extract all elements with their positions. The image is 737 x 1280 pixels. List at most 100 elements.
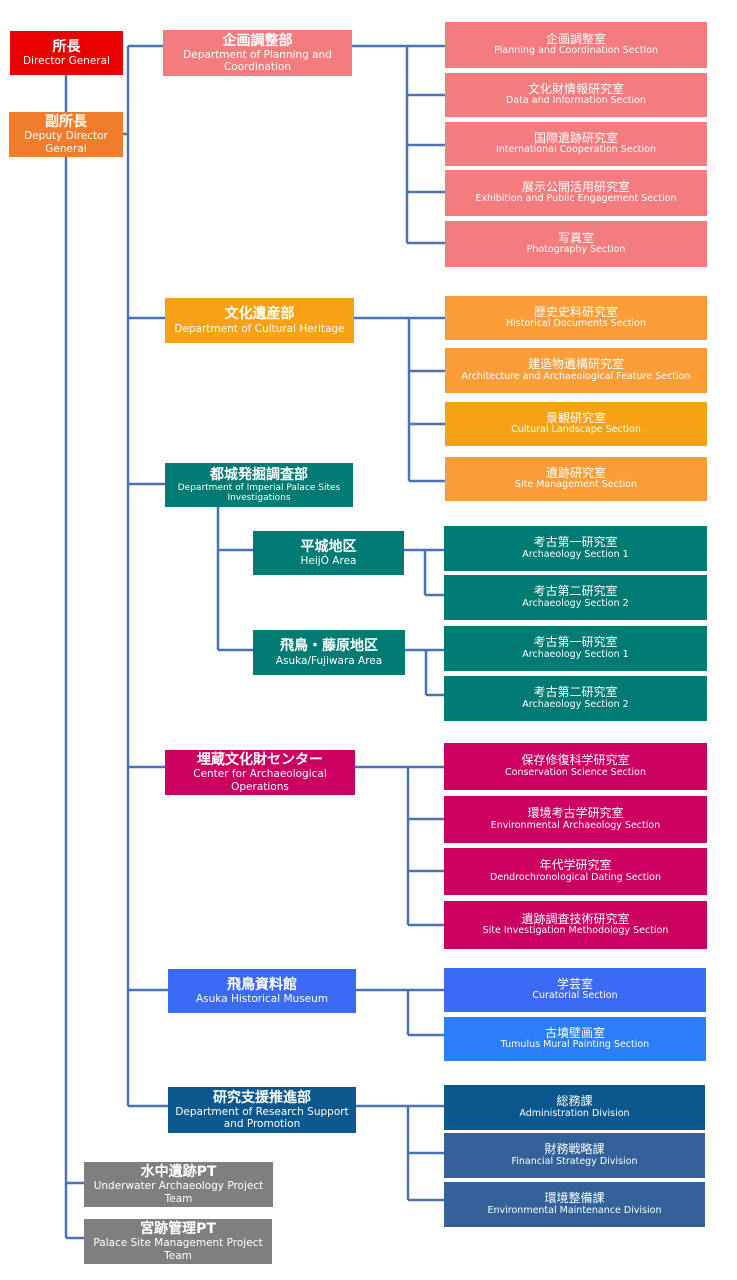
heritage-en: Department of Cultural Heritage xyxy=(174,322,345,335)
section-jp: 景観研究室 xyxy=(545,410,606,425)
section-en: Historical Documents Section xyxy=(506,318,646,330)
asuka-archaeology-1-box: 考古第一研究室 Archaeology Section 1 xyxy=(444,626,707,671)
conservation-science-section-box: 保存修復科学研究室 Conservation Science Section xyxy=(444,743,707,790)
cultural-landscape-section-box: 景観研究室 Cultural Landscape Section xyxy=(445,402,707,446)
section-en: Site Management Section xyxy=(514,479,638,491)
director-jp: 所長 xyxy=(52,38,81,55)
section-jp: 企画調整室 xyxy=(545,31,606,46)
section-jp: 環境整備課 xyxy=(544,1191,605,1206)
planning-jp: 企画調整部 xyxy=(222,32,293,49)
museum-jp: 飛鳥資料館 xyxy=(227,976,297,993)
dendrochronological-section-box: 年代学研究室 Dendrochronological Dating Sectio… xyxy=(444,848,707,895)
asuka-en: Asuka/Fujiwara Area xyxy=(275,654,383,667)
deputy-director-box: 副所長 Deputy Director General xyxy=(9,112,123,157)
planning-department-box: 企画調整部 Department of Planning and Coordin… xyxy=(163,30,352,76)
section-en: Financial Strategy Division xyxy=(511,1155,638,1167)
section-jp: 保存修復科学研究室 xyxy=(521,753,630,768)
palace-jp: 都城発掘調査部 xyxy=(210,466,308,483)
heijo-jp: 平城地区 xyxy=(300,538,357,555)
section-en: International Cooperation Section xyxy=(495,144,657,156)
center-jp: 埋蔵文化財センター xyxy=(197,752,323,769)
museum-en: Asuka Historical Museum xyxy=(195,993,329,1006)
asuka-area-box: 飛鳥・藤原地区 Asuka/Fujiwara Area xyxy=(253,630,405,675)
section-en: Cultural Landscape Section xyxy=(511,424,641,436)
heijo-area-box: 平城地区 HeijÓ Area xyxy=(253,531,404,575)
curatorial-section-box: 学芸室 Curatorial Section xyxy=(444,968,706,1012)
section-en: Architecture and Archaeological Feature … xyxy=(461,370,691,382)
planning-section-box: 企画調整室 Planning and Coordination Section xyxy=(445,22,707,68)
section-jp: 遺跡研究室 xyxy=(545,465,606,480)
section-en: Dendrochronological Dating Section xyxy=(490,871,661,883)
section-jp: 環境考古学研究室 xyxy=(527,806,624,821)
museum-box: 飛鳥資料館 Asuka Historical Museum xyxy=(168,969,356,1013)
director-en: Director General xyxy=(23,55,110,68)
section-en: Archaeology Section 2 xyxy=(522,597,629,609)
section-en: Environmental Maintenance Division xyxy=(487,1204,662,1216)
site-investigation-section-box: 遺跡調査技術研究室 Site Investigation Methodology… xyxy=(444,901,707,949)
architecture-section-box: 建造物遺構研究室 Architecture and Archaeological… xyxy=(445,348,707,393)
financial-strategy-division-box: 財務戦略課 Financial Strategy Division xyxy=(444,1133,705,1178)
section-jp: 建造物遺構研究室 xyxy=(527,357,624,372)
tumulus-mural-section-box: 古墳壁画室 Tumulus Mural Painting Section xyxy=(444,1017,706,1061)
section-jp: 歴史史料研究室 xyxy=(533,304,618,319)
section-en: Archaeology Section 2 xyxy=(522,698,629,710)
section-jp: 学芸室 xyxy=(556,976,593,991)
section-en: Site Investigation Methodology Section xyxy=(482,925,669,937)
section-en: Exhibition and Public Engagement Section xyxy=(475,193,677,205)
palace-en: Department of Imperial Palace Sites Inve… xyxy=(177,482,341,504)
section-jp: 総務課 xyxy=(556,1094,593,1109)
section-en: Photography Section xyxy=(526,244,626,256)
deputy-en: Deputy Director General xyxy=(24,130,108,155)
section-jp: 考古第二研究室 xyxy=(533,584,618,599)
deputy-jp: 副所長 xyxy=(45,114,87,131)
palace-department-box: 都城発掘調査部 Department of Imperial Palace Si… xyxy=(165,463,353,507)
underwater-jp: 水中遺跡PT xyxy=(140,1164,217,1181)
administration-division-box: 総務課 Administration Division xyxy=(444,1085,705,1130)
heijo-en: HeijÓ Area xyxy=(300,555,357,568)
section-jp: 遺跡調査技術研究室 xyxy=(521,911,630,926)
heijo-archaeology-1-box: 考古第一研究室 Archaeology Section 1 xyxy=(444,526,707,571)
palace-mgmt-en: Palace Site Management Project Team xyxy=(93,1237,263,1262)
support-department-box: 研究支援推進部 Department of Research Support a… xyxy=(168,1087,356,1133)
underwater-pt-box: 水中遺跡PT Underwater Archaeology Project Te… xyxy=(84,1162,273,1207)
environmental-archaeology-section-box: 環境考古学研究室 Environmental Archaeology Secti… xyxy=(444,796,707,843)
data-information-section-box: 文化財情報研究室 Data and Information Section xyxy=(445,73,707,117)
section-jp: 国際遺跡研究室 xyxy=(533,130,618,145)
section-jp: 展示公開活用研究室 xyxy=(521,179,630,194)
section-en: Administration Division xyxy=(519,1107,630,1119)
planning-en: Department of Planning and Coordination xyxy=(183,48,332,74)
international-cooperation-section-box: 国際遺跡研究室 International Cooperation Sectio… xyxy=(445,122,707,166)
section-jp: 考古第二研究室 xyxy=(533,685,618,700)
heritage-department-box: 文化遺産部 Department of Cultural Heritage xyxy=(165,298,354,343)
section-en: Environmental Archaeology Section xyxy=(490,819,661,831)
underwater-en: Underwater Archaeology Project Team xyxy=(93,1180,264,1205)
section-jp: 財務戦略課 xyxy=(544,1142,605,1157)
section-jp: 文化財情報研究室 xyxy=(527,81,624,96)
section-jp: 古墳壁画室 xyxy=(544,1025,605,1040)
section-jp: 写真室 xyxy=(557,230,594,245)
site-management-section-box: 遺跡研究室 Site Management Section xyxy=(445,457,707,501)
historical-documents-section-box: 歴史史料研究室 Historical Documents Section xyxy=(445,296,707,340)
heritage-jp: 文化遺産部 xyxy=(224,306,295,323)
section-en: Data and Information Section xyxy=(506,95,646,107)
section-en: Tumulus Mural Painting Section xyxy=(500,1039,650,1051)
asuka-jp: 飛鳥・藤原地区 xyxy=(280,638,378,655)
section-jp: 考古第一研究室 xyxy=(533,535,618,550)
asuka-archaeology-2-box: 考古第二研究室 Archaeology Section 2 xyxy=(444,676,707,721)
center-box: 埋蔵文化財センター Center for Archaeological Oper… xyxy=(165,750,355,795)
exhibition-section-box: 展示公開活用研究室 Exhibition and Public Engageme… xyxy=(445,170,707,216)
center-en: Center for Archaeological Operations xyxy=(193,768,327,793)
support-en: Department of Research Support and Promo… xyxy=(175,1105,349,1131)
palace-mgmt-jp: 宮跡管理PT xyxy=(140,1221,216,1238)
palace-management-pt-box: 宮跡管理PT Palace Site Management Project Te… xyxy=(84,1219,272,1264)
section-en: Conservation Science Section xyxy=(505,766,646,778)
heijo-archaeology-2-box: 考古第二研究室 Archaeology Section 2 xyxy=(444,575,707,620)
director-general-box: 所長 Director General xyxy=(10,31,123,75)
section-jp: 考古第一研究室 xyxy=(533,635,618,650)
environmental-maintenance-division-box: 環境整備課 Environmental Maintenance Division xyxy=(444,1182,705,1227)
section-en: Curatorial Section xyxy=(532,990,618,1002)
section-en: Archaeology Section 1 xyxy=(522,648,629,660)
section-jp: 年代学研究室 xyxy=(539,858,612,873)
photography-section-box: 写真室 Photography Section xyxy=(445,221,707,267)
